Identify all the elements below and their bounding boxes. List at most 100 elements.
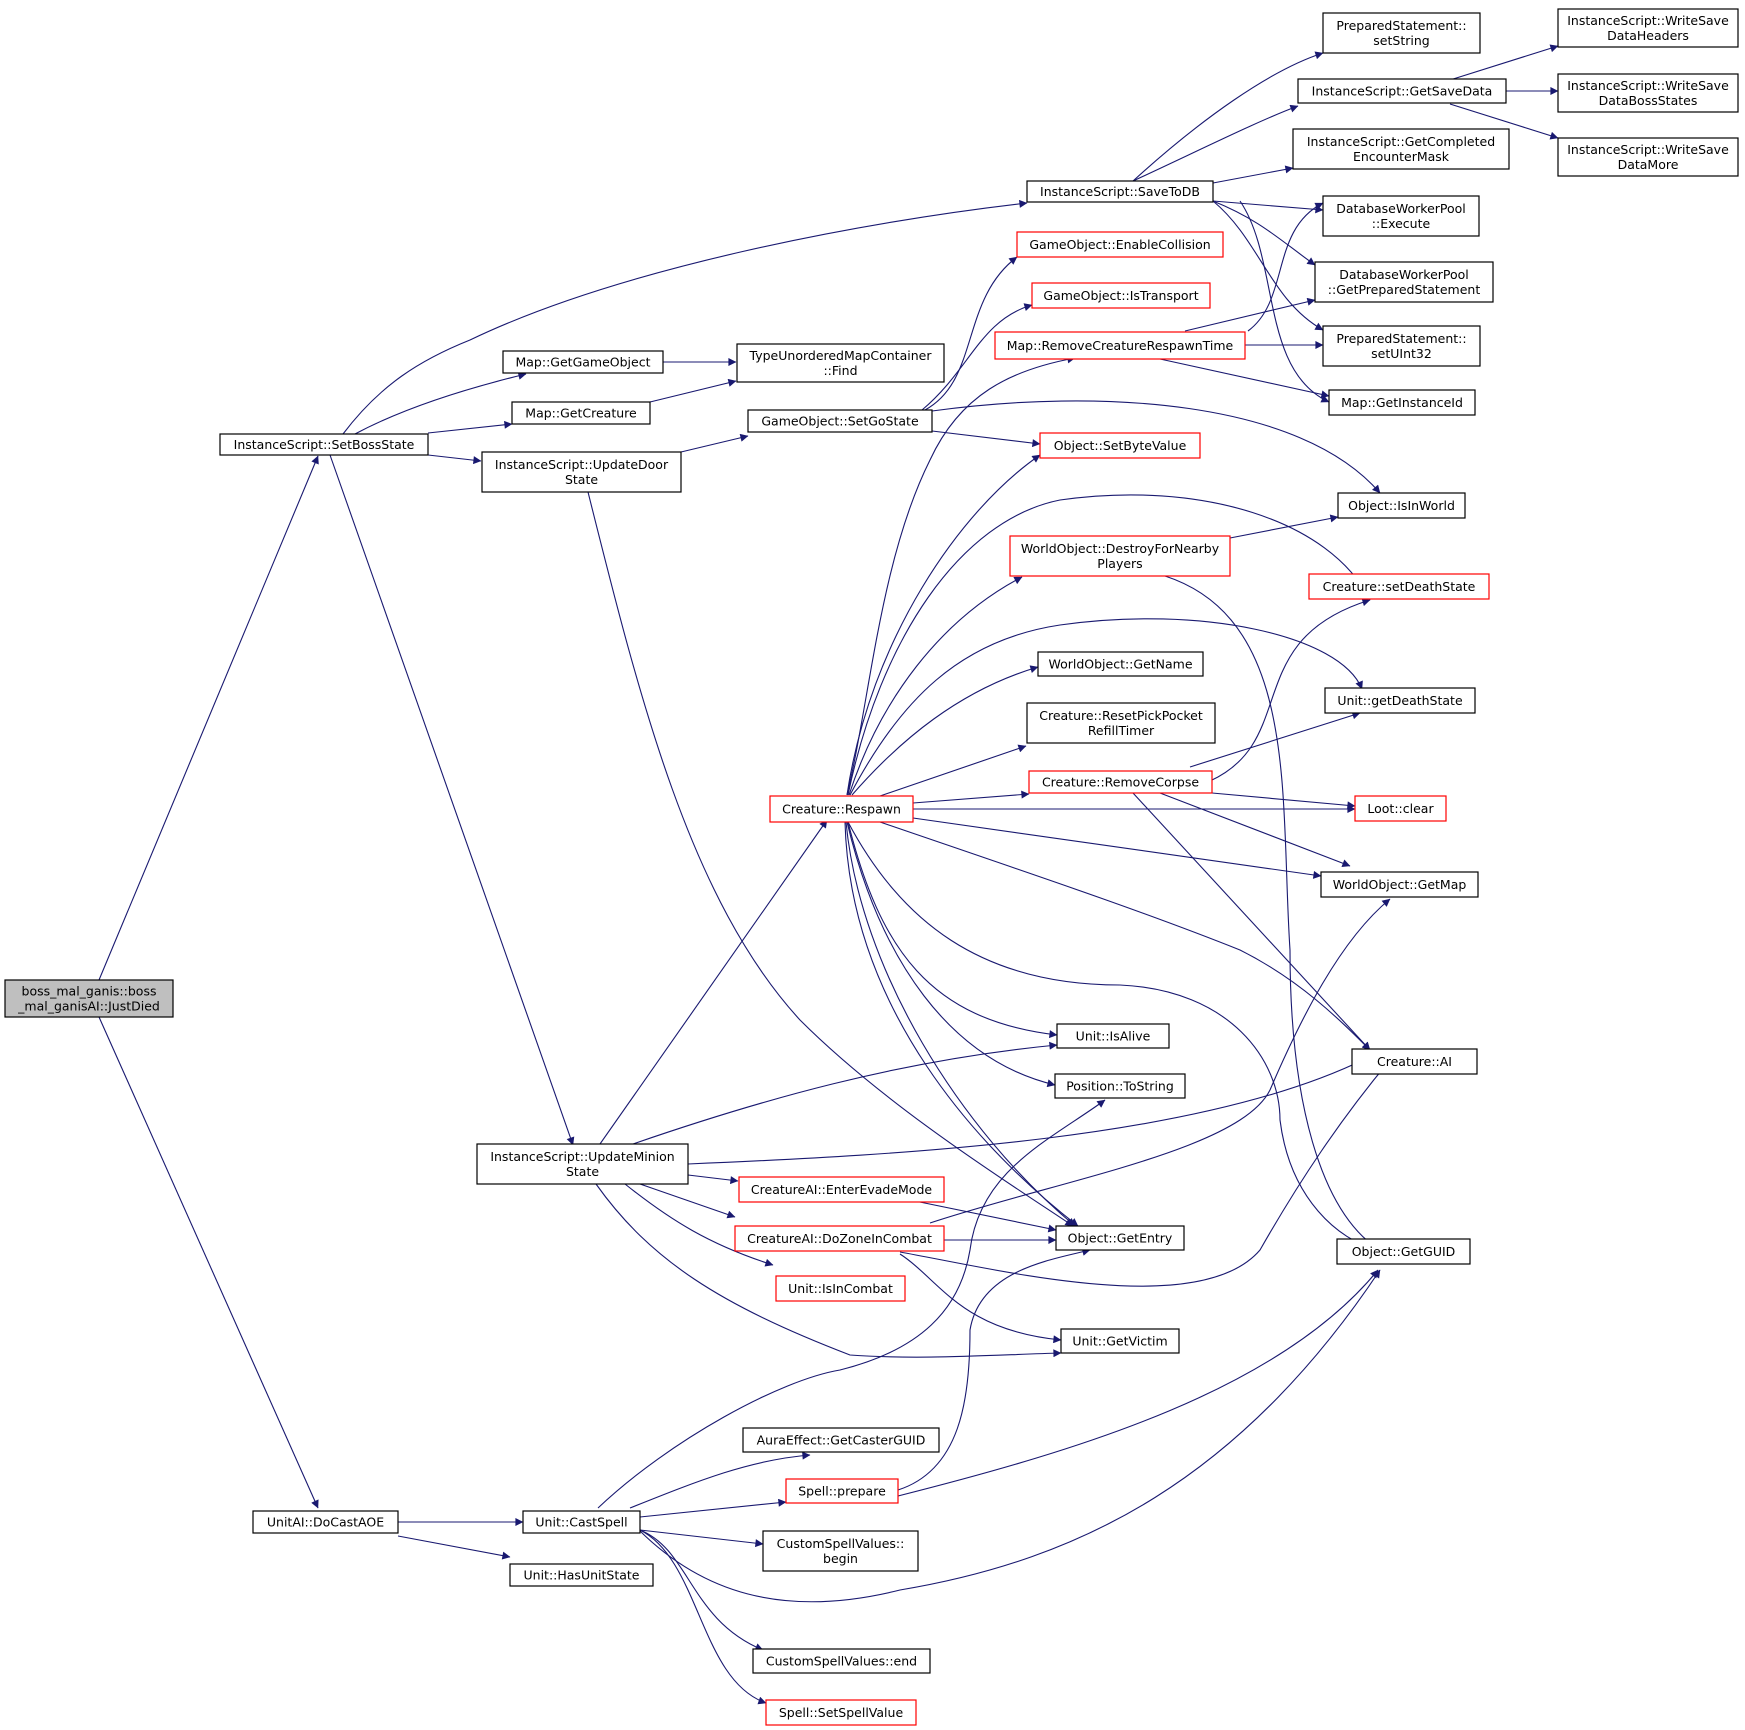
edge-respawn-isAlive: [847, 821, 1058, 1039]
node-castSpell[interactable]: Unit::CastSpell: [522, 1510, 641, 1534]
edge-respawn-removeCorpse: [912, 790, 1030, 804]
node-box: [994, 331, 1246, 360]
node-setUInt32[interactable]: PreparedStatement::setUInt32: [1322, 325, 1481, 367]
edge-setBossState-getGameObject: [354, 371, 527, 435]
node-setString[interactable]: PreparedStatement::setString: [1322, 12, 1481, 54]
edge-castSpell-getGUID: [639, 1269, 1381, 1603]
edge-setGoState-isTransport: [921, 303, 1033, 411]
node-label: WorldObject::DestroyForNearby: [1021, 541, 1220, 556]
node-label: GameObject::EnableCollision: [1029, 237, 1210, 252]
edge-updateMinionState-isInCombat: [624, 1183, 774, 1267]
edge-destroyNearby-isInWorld: [1229, 514, 1339, 539]
edge-setGoState-isInWorld: [931, 400, 1381, 494]
node-removeCorpse[interactable]: Creature::RemoveCorpse: [1028, 770, 1213, 794]
node-isInCombat[interactable]: Unit::IsInCombat: [775, 1275, 906, 1302]
node-getDeathState[interactable]: Unit::getDeathState: [1324, 687, 1476, 714]
node-saveToDB[interactable]: InstanceScript::SaveToDB: [1026, 180, 1214, 203]
node-box: [1055, 1225, 1185, 1251]
node-getCreature[interactable]: Map::GetCreature: [511, 401, 651, 425]
edge-updateMinionState-enterEvade: [687, 1174, 739, 1185]
node-lootClear[interactable]: Loot::clear: [1354, 795, 1447, 822]
node-box: [762, 1530, 919, 1572]
node-getName[interactable]: WorldObject::GetName: [1037, 651, 1204, 677]
node-getCompletedMask[interactable]: InstanceScript::GetCompletedEncounterMas…: [1292, 128, 1510, 170]
node-box: [1322, 12, 1481, 54]
node-box: [1039, 432, 1201, 459]
node-enableCollision[interactable]: GameObject::EnableCollision: [1016, 231, 1224, 258]
node-label: CreatureAI::DoZoneInCombat: [747, 1231, 932, 1246]
node-setGoState[interactable]: GameObject::SetGoState: [747, 409, 933, 433]
node-label: Creature::AI: [1377, 1054, 1452, 1069]
node-label: TypeUnorderedMapContainer: [749, 348, 933, 363]
node-typeFind[interactable]: TypeUnorderedMapContainer::Find: [736, 343, 945, 383]
edge-updateMinionState-getVictim: [595, 1183, 1062, 1358]
node-getSaveData[interactable]: InstanceScript::GetSaveData: [1297, 78, 1507, 104]
node-box: [1557, 73, 1739, 113]
node-isAlive[interactable]: Unit::IsAlive: [1056, 1023, 1170, 1049]
node-doCastAOE[interactable]: UnitAI::DoCastAOE: [252, 1510, 399, 1534]
node-box: [1322, 195, 1480, 237]
edge-castSpell-csvBegin: [639, 1529, 764, 1548]
node-setByteValue[interactable]: Object::SetByteValue: [1039, 432, 1201, 459]
node-creatureAI[interactable]: Creature::AI: [1351, 1048, 1478, 1075]
node-getGUID[interactable]: Object::GetGUID: [1336, 1238, 1471, 1265]
node-label: InstanceScript::GetCompleted: [1307, 134, 1495, 149]
edge-updateMinionState-creatureAI: [687, 1058, 1366, 1165]
node-getInstanceId[interactable]: Map::GetInstanceId: [1328, 389, 1476, 416]
node-box: [1351, 1048, 1478, 1075]
node-setSpellValue[interactable]: Spell::SetSpellValue: [765, 1699, 917, 1726]
edge-saveToDB-getSaveData: [1132, 104, 1299, 182]
edge-removeCorpse-creatureAI: [1132, 792, 1371, 1051]
node-csvEnd[interactable]: CustomSpellValues::end: [752, 1648, 931, 1674]
edge-prepare-getGUID: [897, 1269, 1379, 1497]
node-box: [1054, 1073, 1186, 1099]
node-setDeathState[interactable]: Creature::setDeathState: [1308, 573, 1490, 600]
edge-removeCorpse-getMap: [1159, 792, 1351, 868]
node-getEntry[interactable]: Object::GetEntry: [1055, 1225, 1185, 1251]
node-removeRespawn[interactable]: Map::RemoveCreatureRespawnTime: [994, 331, 1246, 360]
node-box: [775, 1275, 906, 1302]
node-toString[interactable]: Position::ToString: [1054, 1073, 1186, 1099]
node-respawn[interactable]: Creature::Respawn: [769, 795, 914, 823]
node-label: State: [565, 472, 598, 487]
node-isInWorld[interactable]: Object::IsInWorld: [1337, 492, 1466, 519]
node-getVictim[interactable]: Unit::GetVictim: [1060, 1328, 1180, 1354]
node-hasUnitState[interactable]: Unit::HasUnitState: [509, 1563, 654, 1587]
node-label: Unit::getDeathState: [1337, 693, 1463, 708]
edge-respawn-getDeathState: [849, 618, 1363, 796]
edge-setBossState-updateMinionState: [329, 454, 575, 1146]
node-label: Unit::CastSpell: [535, 1515, 627, 1530]
node-label: WorldObject::GetName: [1048, 657, 1192, 672]
node-box: [522, 1510, 641, 1534]
node-doZoneInCombat[interactable]: CreatureAI::DoZoneInCombat: [734, 1225, 945, 1252]
edge-doZoneInCombat-getVictim: [899, 1253, 1062, 1344]
node-box: [1037, 651, 1204, 677]
edge-castSpell-csvEnd: [639, 1529, 764, 1651]
node-box: [1337, 492, 1466, 519]
node-label: State: [566, 1164, 599, 1179]
node-enterEvade[interactable]: CreatureAI::EnterEvadeMode: [738, 1176, 945, 1203]
node-box: [481, 451, 682, 493]
node-prepare[interactable]: Spell::prepare: [785, 1478, 899, 1504]
node-dbExecute[interactable]: DatabaseWorkerPool::Execute: [1322, 195, 1480, 237]
node-root[interactable]: boss_mal_ganis::boss_mal_ganisAI::JustDi…: [4, 979, 174, 1018]
node-setBossState[interactable]: InstanceScript::SetBossState: [219, 433, 429, 456]
node-csvBegin[interactable]: CustomSpellValues::begin: [762, 1530, 919, 1572]
node-label: Unit::IsInCombat: [788, 1281, 893, 1296]
node-getGameObject[interactable]: Map::GetGameObject: [502, 350, 664, 374]
node-getMap[interactable]: WorldObject::GetMap: [1320, 871, 1479, 898]
node-isTransport[interactable]: GameObject::IsTransport: [1031, 282, 1211, 309]
node-getCasterGUID[interactable]: AuraEffect::GetCasterGUID: [742, 1427, 940, 1453]
edge-saveToDB-setUInt32: [1212, 200, 1324, 331]
node-box: [765, 1699, 917, 1726]
node-dbGetPrepared[interactable]: DatabaseWorkerPool::GetPreparedStatement: [1314, 261, 1494, 303]
node-label: Position::ToString: [1066, 1079, 1174, 1094]
